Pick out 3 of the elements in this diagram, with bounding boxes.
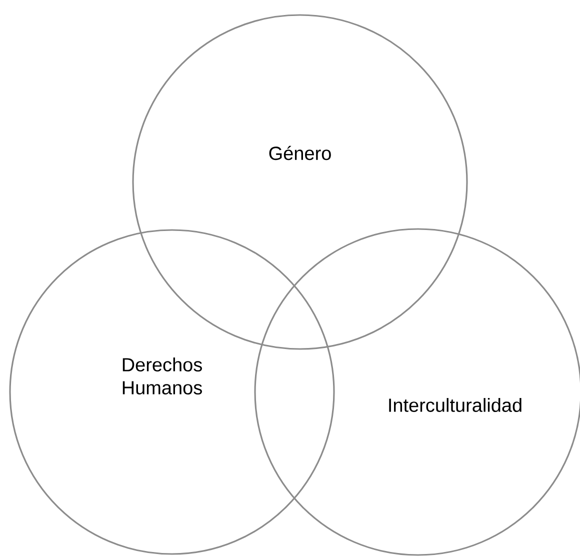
circle-label: Derechos Humanos — [122, 358, 202, 394]
circle-label: Interculturalidad — [389, 398, 522, 412]
circle-label: Género — [269, 146, 331, 160]
